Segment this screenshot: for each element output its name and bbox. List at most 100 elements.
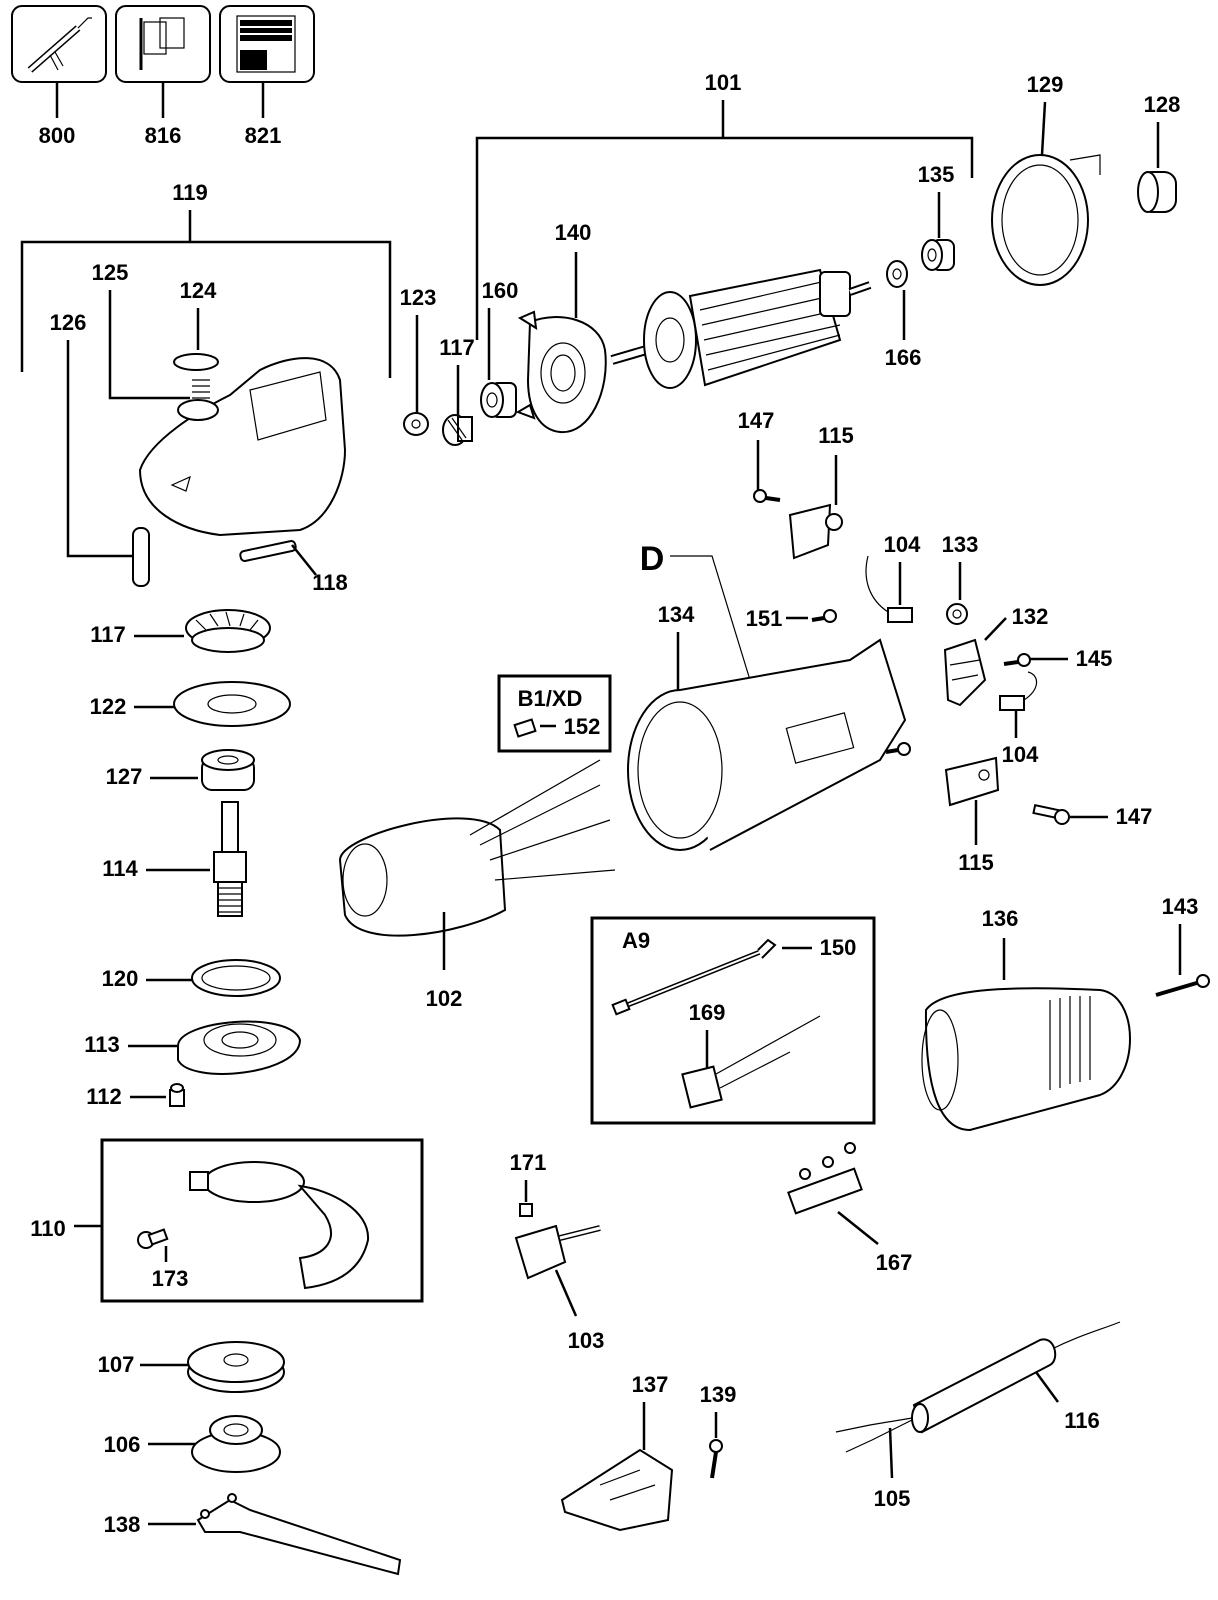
svg-text:151: 151 [746,606,783,631]
part-armature[interactable] [610,268,872,389]
part-124-o-ring[interactable]: 124 [173,278,219,371]
svg-text:138: 138 [104,1512,141,1537]
svg-text:171: 171 [510,1150,547,1175]
part-122-seal-plate[interactable]: 122 [90,681,291,727]
part-116-cord[interactable]: 116 [911,1321,1121,1434]
label-816: 816 [145,123,182,148]
svg-text:116: 116 [1064,1408,1100,1433]
part-114-spindle[interactable]: 114 [102,801,247,917]
svg-text:115: 115 [958,850,994,875]
svg-text:115: 115 [818,423,854,448]
svg-text:137: 137 [632,1372,669,1397]
part-104-brush-bottom[interactable]: 104 [999,671,1039,767]
part-169-suppressor: 169 [681,1000,821,1109]
part-129-bearing-housing[interactable]: 129 [991,72,1101,286]
part-117-bevel-gear[interactable]: 117 [90,609,271,653]
part-125-spring[interactable]: 125 [92,260,210,405]
svg-text:129: 129 [1027,72,1064,97]
svg-text:D: D [640,540,665,578]
brush-kit-b1xd[interactable]: B1/XD 152 [497,674,612,753]
part-138-spanner[interactable]: 138 [104,1493,402,1576]
part-115-brush-cap-top[interactable]: 115 [788,423,854,560]
part-135-bearing[interactable]: 135 [918,162,955,271]
part-126-pin[interactable]: 126 [50,310,150,587]
part-147-screw-bottom[interactable]: 147 [1032,803,1153,829]
svg-text:A9: A9 [622,928,650,953]
tile-816[interactable]: 816 [115,5,211,148]
suppression-kit-a9[interactable]: A9 150 169 [590,916,876,1125]
label-101: 101 [705,70,742,95]
part-151-screw[interactable]: 151 [746,606,837,631]
tile-821[interactable]: 821 [219,5,315,148]
svg-text:117: 117 [439,335,475,360]
part-133-spring[interactable]: 133 [942,532,979,625]
svg-text:139: 139 [700,1382,737,1407]
svg-text:119: 119 [172,180,208,205]
svg-text:128: 128 [1144,92,1181,117]
label-800: 800 [39,123,76,148]
part-134-motor-housing[interactable]: 134 [627,602,907,851]
svg-text:113: 113 [84,1032,120,1057]
part-115-brush-cap-bottom[interactable]: 115 [944,756,1000,875]
svg-text:125: 125 [92,260,129,285]
svg-text:134: 134 [658,602,695,627]
part-107-flange[interactable]: 107 [98,1341,285,1393]
svg-text:147: 147 [1116,804,1153,829]
part-guard [189,1161,370,1290]
svg-text:103: 103 [568,1328,605,1353]
guard-kit-110[interactable]: 110 173 [30,1138,424,1303]
svg-text:107: 107 [98,1352,135,1377]
part-136-rear-housing[interactable]: 136 [921,906,1131,1132]
part-151-screw-lower [885,742,911,756]
part-143-screw[interactable]: 143 [1155,894,1210,997]
part-112-screw[interactable]: 112 [86,1083,185,1109]
part-171-screw[interactable]: 171 [510,1150,547,1217]
part-128-ring[interactable]: 128 [1137,92,1181,213]
svg-text:106: 106 [104,1432,141,1457]
part-160-bearing[interactable]: 160 [480,278,518,418]
svg-text:118: 118 [312,570,348,595]
part-102-field[interactable]: 102 [338,759,616,1011]
part-166-washer[interactable]: 166 [885,260,922,370]
svg-text:110: 110 [30,1216,66,1241]
svg-text:126: 126 [50,310,87,335]
part-140-baffle[interactable]: 140 [515,220,607,434]
svg-text:145: 145 [1076,646,1113,671]
part-113-bearing-retainer[interactable]: 113 [84,1020,302,1075]
part-132-brush-holder[interactable]: 132 [943,604,1048,707]
svg-text:150: 150 [820,935,857,960]
part-104-brush-top[interactable]: 104 [865,532,921,623]
part-123-nut[interactable]: 123 [400,285,437,436]
part-127-bearing[interactable]: 127 [106,749,255,791]
part-145-screw[interactable]: 145 [1003,646,1113,671]
svg-text:166: 166 [885,345,922,370]
part-137-switch-actuator[interactable]: 137 [560,1372,674,1532]
svg-text:114: 114 [102,856,138,881]
part-117-pinion[interactable]: 117 [439,335,475,446]
svg-text:104: 104 [1002,742,1039,767]
part-gear-case[interactable] [138,357,347,537]
svg-text:147: 147 [738,408,775,433]
part-106-nut[interactable]: 106 [104,1415,281,1473]
svg-text:112: 112 [86,1084,122,1109]
svg-text:136: 136 [982,906,1019,931]
svg-text:169: 169 [689,1000,726,1025]
part-118-screw[interactable]: 118 [239,540,348,595]
part-103-switch[interactable]: 103 [514,1224,605,1353]
part-167-cord-clamp[interactable]: 167 [787,1142,912,1275]
svg-text:123: 123 [400,285,437,310]
part-139-screw[interactable]: 139 [700,1382,737,1479]
part-120-washer[interactable]: 120 [102,959,281,997]
svg-text:152: 152 [564,714,601,739]
svg-text:105: 105 [874,1486,911,1511]
part-147-screw-top[interactable]: 147 [738,408,781,503]
nameplate-icon [236,15,296,73]
svg-text:133: 133 [942,532,979,557]
svg-text:124: 124 [180,278,217,303]
svg-text:102: 102 [426,986,463,1011]
part-105-cord-leads[interactable]: 105 [835,1417,913,1511]
svg-text:104: 104 [884,532,921,557]
svg-text:120: 120 [102,966,139,991]
tile-800[interactable]: 800 [11,5,107,148]
svg-text:140: 140 [555,220,592,245]
